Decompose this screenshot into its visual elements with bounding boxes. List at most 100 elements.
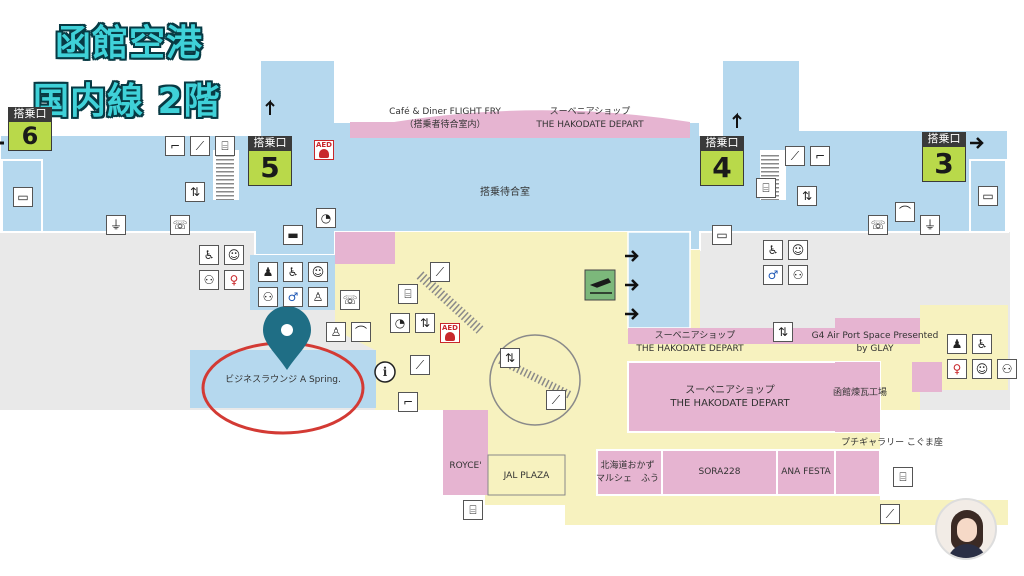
- escalator-steps: [416, 271, 484, 334]
- arrow-right-gate3: [970, 137, 984, 149]
- elevator-icon: ⇅: [415, 313, 435, 333]
- gallery-label: プチギャラリー こぐま座: [841, 438, 943, 448]
- water-fountain-icon: ⌒: [895, 202, 915, 222]
- stairs-icon: ⌸: [463, 500, 483, 520]
- arrow-right: [625, 250, 639, 262]
- escalator-icon: ⟋: [546, 390, 566, 410]
- massage-chair-icon: ⌐: [810, 146, 830, 166]
- souvenir-big-en: THE HAKODATE DEPART: [670, 398, 790, 409]
- aed-icon: AED: [314, 140, 334, 160]
- arrow-right: [625, 308, 639, 320]
- g4-space-line1: G4 Air Port Space Presented: [811, 331, 939, 341]
- laptop-icon: ▭: [13, 187, 33, 207]
- elevator-icon: ⇅: [773, 322, 793, 342]
- souvenir-big-jp: スーベニアショップ: [685, 385, 775, 396]
- renga-label: 函館煉瓦工場: [832, 388, 887, 398]
- water-fountain-icon: ⌒: [351, 322, 371, 342]
- nursing-room-icon: ♙: [326, 322, 346, 342]
- information-letter: i: [382, 365, 388, 379]
- nursing-room-icon: ♟: [947, 334, 967, 354]
- aed-label: AED: [441, 324, 458, 332]
- toilet-icon: ♂: [763, 265, 783, 285]
- souvenir-mid-en: THE HAKODATE DEPART: [636, 344, 744, 354]
- shop-cafe-curve: [350, 110, 690, 138]
- escalator-icon: ⟋: [785, 146, 805, 166]
- elevator-icon: ⇅: [797, 186, 817, 206]
- wheelchair-icon: ♿: [972, 334, 992, 354]
- wheelchair-icon: ♿: [283, 262, 303, 282]
- souvenir-mid-jp: スーベニアショップ: [654, 331, 736, 341]
- nursing-room-icon: ☺: [224, 245, 244, 265]
- escalator-icon: ⟋: [410, 355, 430, 375]
- wheelchair-icon: ♿: [199, 245, 219, 265]
- wheelchair-icon: ♿: [763, 240, 783, 260]
- toilet-icon: ♂: [283, 287, 303, 307]
- jal-plaza-label: JAL PLAZA: [503, 471, 550, 481]
- toilet-icon: ♀: [947, 359, 967, 379]
- avatar: [935, 498, 997, 560]
- shop-sora: [661, 449, 778, 496]
- nursing-room-icon: ☺: [788, 240, 808, 260]
- power-outlet-icon: ⏚: [106, 215, 126, 235]
- nursing-room-icon: ☺: [308, 262, 328, 282]
- shop-renga: [835, 362, 880, 432]
- arrow-up-gate4: [732, 112, 742, 128]
- cafe-label: Café & Diner FLIGHT FRY: [389, 107, 501, 117]
- okazu-line2: マルシェ ふう: [595, 474, 659, 484]
- ana-festa-label: ANA FESTA: [781, 467, 831, 477]
- gate-label: 搭乗口: [922, 132, 966, 146]
- escalator-icon: ⟋: [430, 262, 450, 282]
- shop-small: [335, 232, 395, 264]
- power-outlet-icon: ⏚: [920, 215, 940, 235]
- connector: [627, 231, 691, 329]
- arrow-right: [625, 279, 639, 291]
- shop-royce: [443, 410, 488, 495]
- gate-number: 6: [8, 121, 52, 151]
- escalator-icon: ⟋: [880, 504, 900, 524]
- elevator-icon: ⇅: [185, 182, 205, 202]
- souvenir-top-jp: スーベニアショップ: [549, 107, 631, 117]
- shop-okazu: [596, 449, 663, 496]
- stairs-icon: ⌸: [893, 467, 913, 487]
- atm-icon: ▬: [283, 225, 303, 245]
- family-toilet-icon: ⚇: [258, 287, 278, 307]
- souvenir-top-en: THE HAKODATE DEPART: [536, 120, 644, 130]
- lounge-label: ビジネスラウンジ A Spring.: [225, 375, 341, 385]
- gate-label: 搭乗口: [8, 107, 52, 121]
- laptop-icon: ▭: [978, 186, 998, 206]
- gate-label: 搭乗口: [700, 136, 744, 150]
- escalator-rotunda: [489, 334, 581, 426]
- gate-label: 搭乗口: [248, 136, 292, 150]
- shop-gallery: [834, 449, 881, 496]
- family-toilet-icon: ⚇: [997, 359, 1017, 379]
- map-title-line1: 函館空港: [55, 23, 204, 64]
- nursing-room-icon: ☺: [972, 359, 992, 379]
- shop-side: [912, 362, 942, 392]
- location-pin-icon: [263, 306, 311, 370]
- escalator-icon: ⟋: [190, 136, 210, 156]
- elevator-icon: ⇅: [500, 348, 520, 368]
- telephone-icon: ☏: [340, 290, 360, 310]
- stairs-icon: ⌸: [215, 136, 235, 156]
- nursing-room-icon: ♙: [308, 287, 328, 307]
- stairs-icon: ⌸: [756, 178, 776, 198]
- nursing-room-icon: ♟: [258, 262, 278, 282]
- smoking-room-icon: ◔: [316, 208, 336, 228]
- telephone-icon: ☏: [868, 215, 888, 235]
- smoking-room-icon: ◔: [390, 313, 410, 333]
- aed-icon: AED: [440, 323, 460, 343]
- stairs-icon: ⌸: [398, 284, 418, 304]
- toilet-icon: ♀: [224, 270, 244, 290]
- okazu-line1: 北海道おかず: [600, 461, 655, 471]
- royce-label: ROYCE': [449, 461, 482, 471]
- g4-space-line2: by GLAY: [856, 344, 894, 354]
- arrow-up-gate5: [265, 99, 275, 115]
- avatar-body: [947, 544, 987, 558]
- aed-label: AED: [315, 141, 332, 149]
- information-icon: [374, 361, 396, 383]
- massage-chair-icon: ⌐: [165, 136, 185, 156]
- cafe-note: （搭乗者待合室内）: [404, 120, 486, 130]
- map-title-line2: 国内線 2階: [33, 81, 221, 122]
- family-toilet-icon: ⚇: [199, 270, 219, 290]
